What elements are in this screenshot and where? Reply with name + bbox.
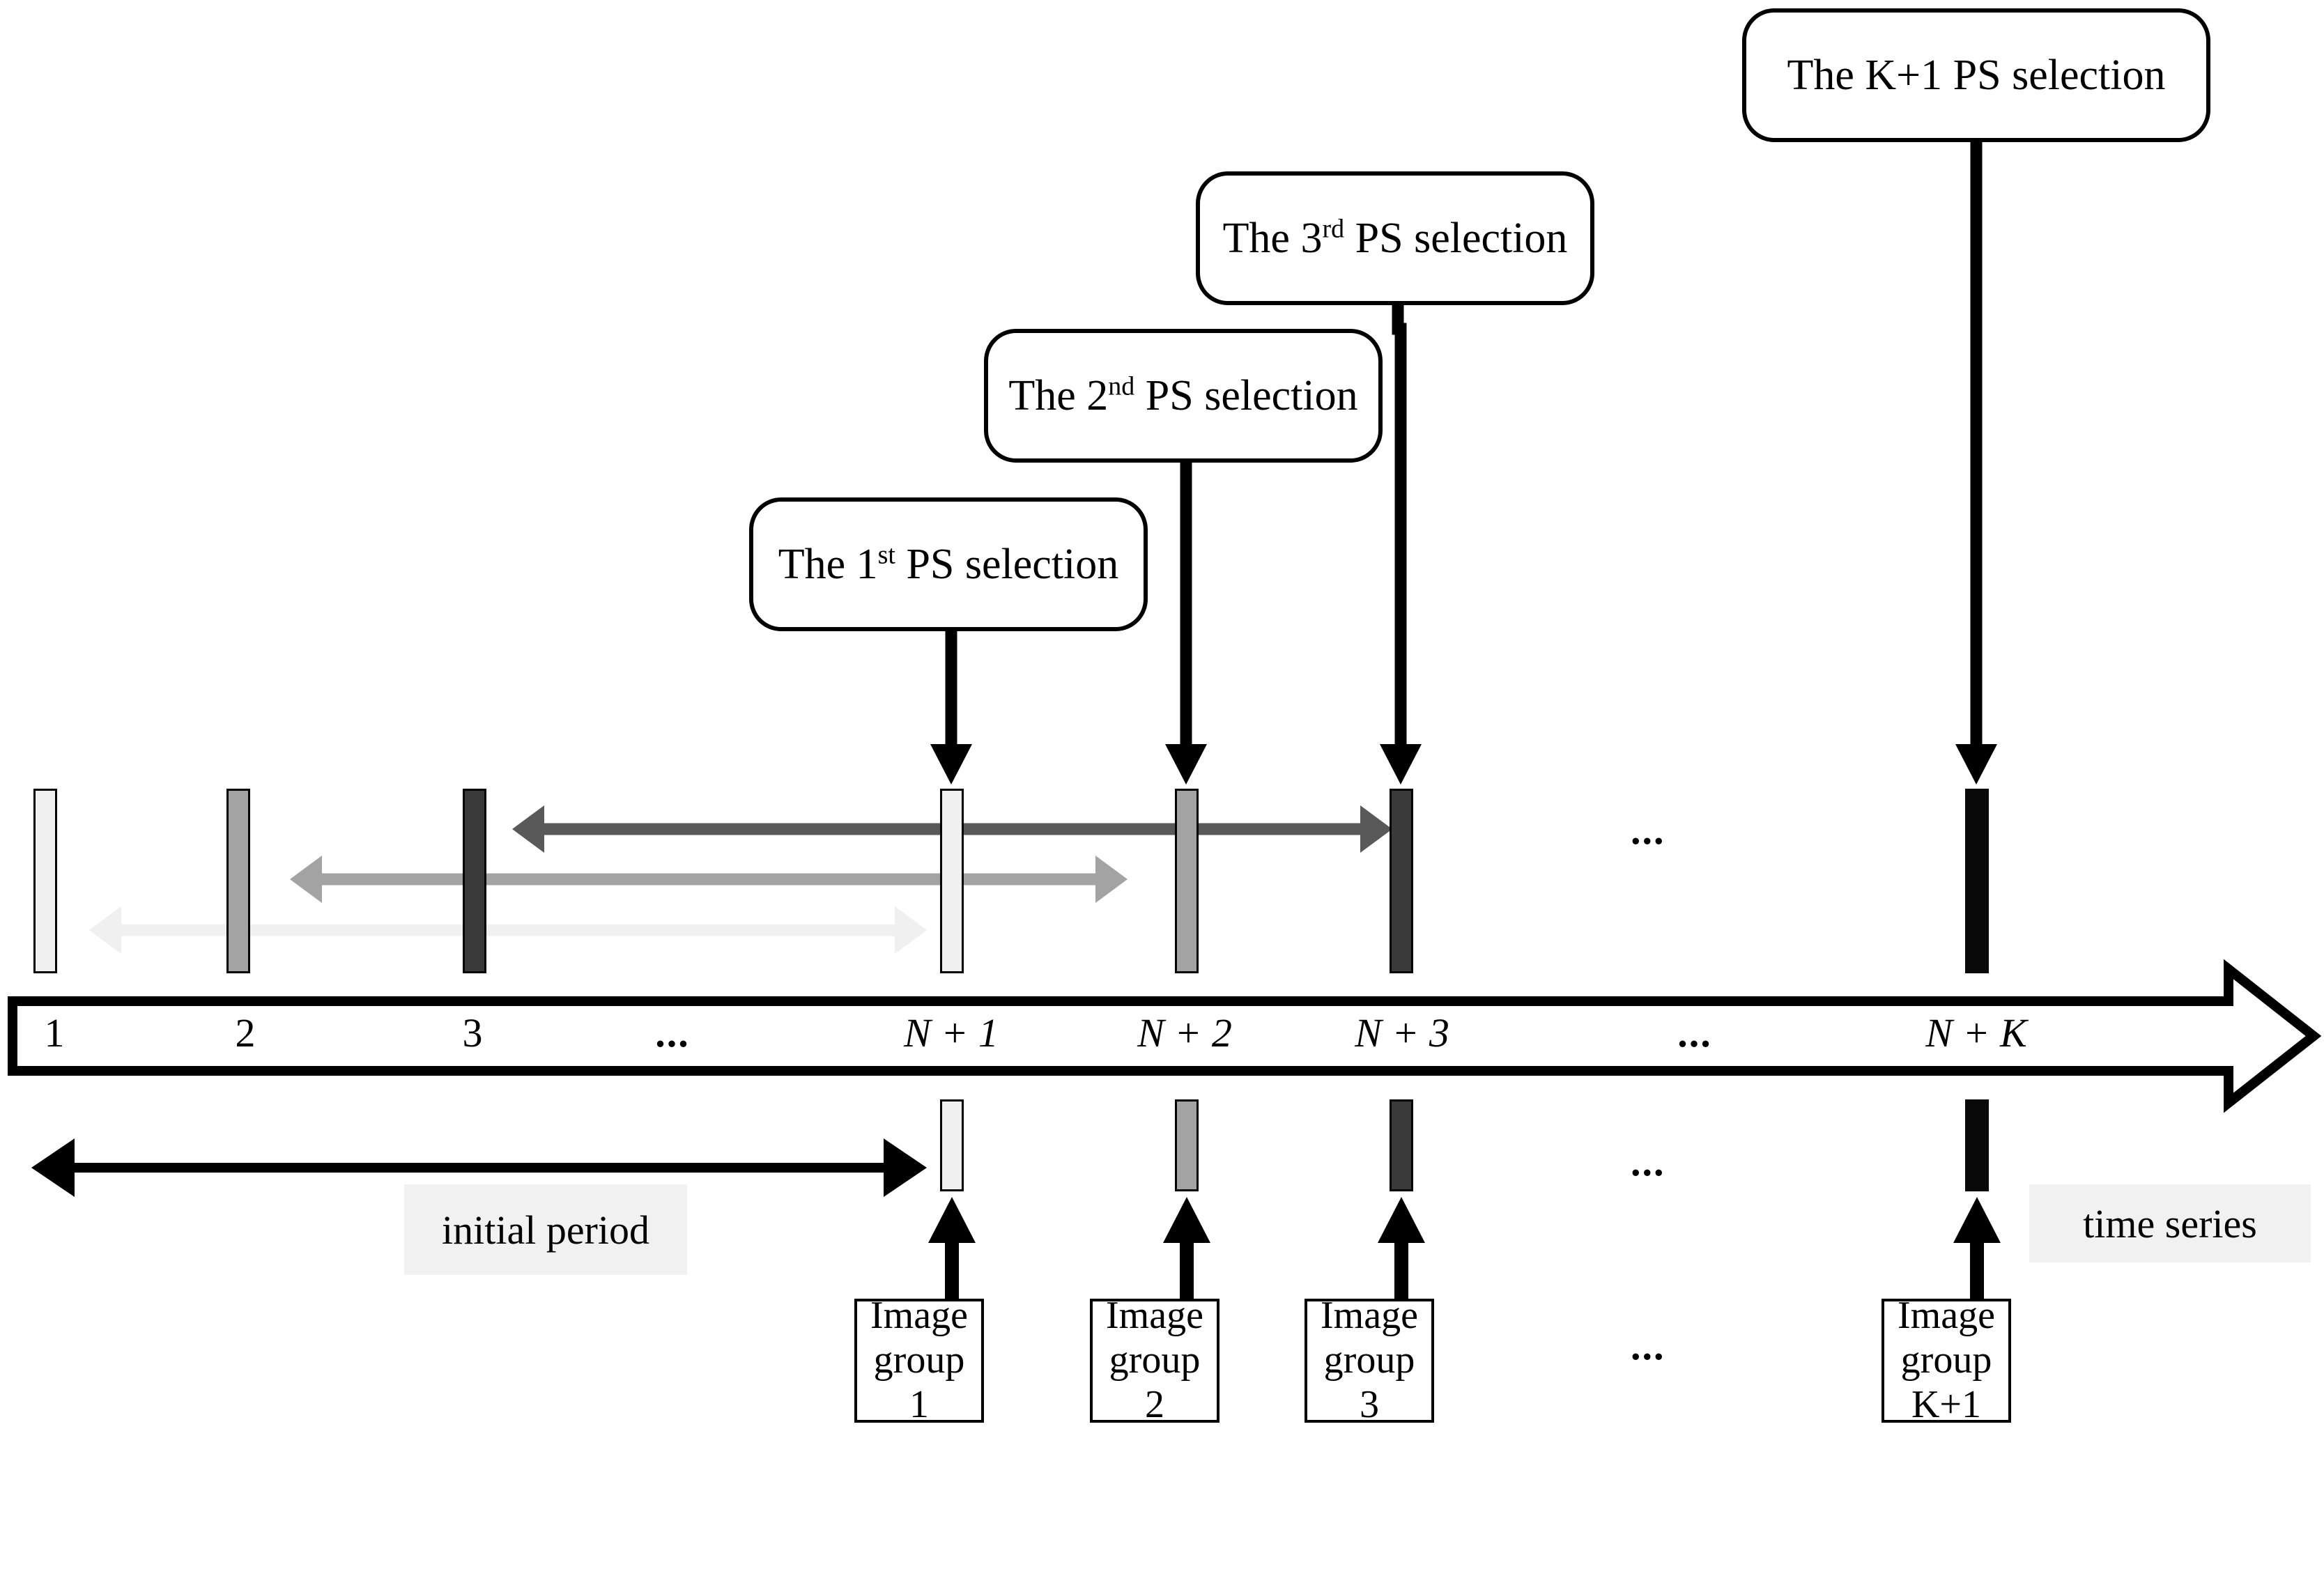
bar-nk (1965, 789, 1989, 973)
ps-selection-2-arrowhead (1165, 744, 1207, 784)
axis-tick-7: ... (1677, 1010, 1712, 1056)
image-group-1-line-2: group (873, 1338, 965, 1382)
image-group-3-line-2: group (1323, 1338, 1415, 1382)
callout-label-3: The 3rd PS selection (1222, 214, 1568, 262)
bar-n3 (1390, 789, 1413, 973)
span-arrow-medium-head-left (290, 856, 322, 903)
ps-selection-3-arrowhead (1380, 744, 1422, 784)
image-group-1-arrow-head (928, 1197, 976, 1243)
image-group-k1-arrow-head (1953, 1197, 2001, 1243)
image-group-3-line-3: 3 (1360, 1382, 1379, 1426)
initial-period-arrow-head-left (31, 1138, 75, 1197)
span-arrow-light-shaft (121, 924, 895, 936)
image-group-1-arrow-shaft (945, 1240, 959, 1299)
callout-ps-selection-3[interactable]: The 3rd PS selection (1196, 171, 1594, 305)
callout-ps-selection-1[interactable]: The 1st PS selection (749, 497, 1148, 631)
bar-n1 (940, 789, 964, 973)
callout-ps-selection-k1[interactable]: The K+1 PS selection (1742, 8, 2210, 142)
span-arrow-dark-head-right (1360, 805, 1392, 853)
ps-selection-1-arrowhead (930, 744, 972, 784)
axis-tick-2: 3 (462, 1010, 483, 1056)
ps-selection-3-leader-line (1392, 305, 1407, 747)
image-group-k1-line-1: Image (1898, 1294, 1995, 1338)
time-axis-arrow (8, 959, 2322, 1113)
span-arrow-light-head-left (89, 906, 121, 954)
initial-period-arrow-head-right (884, 1138, 927, 1197)
callout-label-k1: The K+1 PS selection (1787, 52, 2166, 99)
span-arrow-medium-shaft (322, 873, 1095, 886)
image-group-1-line-1: Image (870, 1294, 968, 1338)
bar-n2 (1175, 789, 1199, 973)
axis-tick-1: 2 (235, 1010, 256, 1056)
image-group-k1-line-2: group (1900, 1338, 1992, 1382)
image-group-k1-arrow-shaft (1970, 1240, 1984, 1299)
callout-ps-selection-2[interactable]: The 2nd PS selection (984, 329, 1383, 463)
image-group-3-line-1: Image (1321, 1294, 1418, 1338)
span-arrow-medium-head-right (1095, 856, 1128, 903)
lower-bar-1 (940, 1099, 964, 1191)
initial-period-label: initial period (404, 1184, 687, 1275)
axis-tick-5: N + 2 (1137, 1010, 1232, 1056)
image-group-2-line-1: Image (1106, 1294, 1203, 1338)
time-series-label: time series (2029, 1184, 2311, 1262)
lower-bar-2 (1175, 1099, 1199, 1191)
initial-period-arrow-shaft (75, 1163, 884, 1173)
image-group-2-arrow-head (1163, 1197, 1210, 1243)
axis-tick-4: N + 1 (904, 1010, 999, 1056)
image-group-2-arrow-shaft (1180, 1240, 1194, 1299)
callout-label-2: The 2nd PS selection (1008, 371, 1358, 419)
ellipsis-lower-bars: ... (1631, 1139, 1665, 1184)
image-group-3-arrow-shaft (1394, 1240, 1408, 1299)
lower-bar-3 (1390, 1099, 1413, 1191)
ellipsis-upper-bars: ... (1631, 807, 1665, 853)
image-group-2-line-2: group (1109, 1338, 1201, 1382)
ellipsis-image-group: ... (1631, 1323, 1665, 1368)
bar-1 (33, 789, 57, 973)
image-group-3-arrow-head (1378, 1197, 1425, 1243)
ps-selection-k1-arrowhead (1955, 744, 1997, 784)
lower-bar-k1 (1965, 1099, 1989, 1191)
span-arrow-dark-head-left (512, 805, 544, 853)
span-arrow-light-head-right (895, 906, 927, 954)
image-group-1-line-3: 1 (909, 1382, 929, 1426)
callout-label-1: The 1st PS selection (778, 540, 1119, 588)
axis-tick-6: N + 3 (1355, 1010, 1449, 1056)
axis-tick-0: 1 (44, 1010, 65, 1056)
bar-3 (463, 789, 486, 973)
image-group-2-line-3: 2 (1145, 1382, 1164, 1426)
bar-2 (226, 789, 250, 973)
axis-tick-8: N + K (1925, 1010, 2027, 1056)
axis-tick-3: ... (655, 1010, 690, 1056)
image-group-k1-line-3: K+1 (1911, 1382, 1982, 1426)
